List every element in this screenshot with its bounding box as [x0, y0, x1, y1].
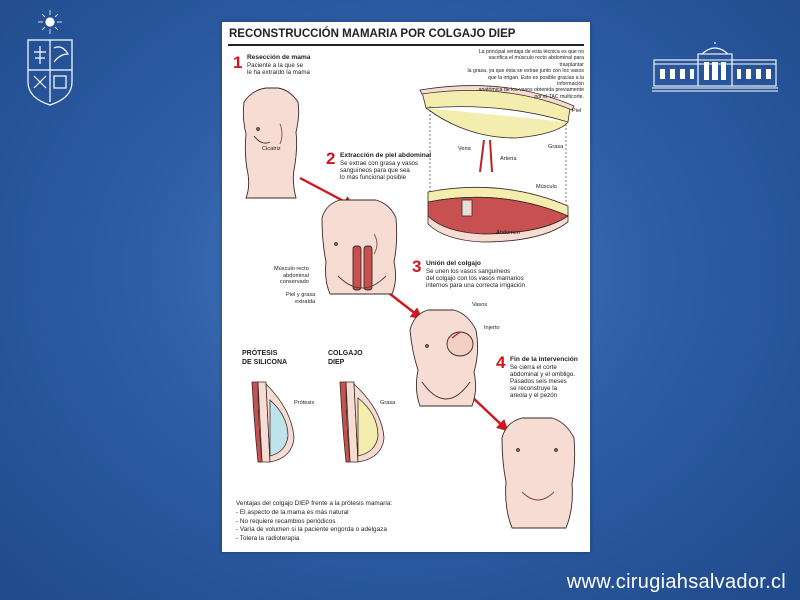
step-4-heading: Fin de la intervención	[510, 356, 578, 363]
label-grasa-flap: Grasa	[380, 400, 396, 406]
step-3-body-line-3: internos para una correcta irrigación	[426, 282, 526, 289]
label-line: conservado	[279, 279, 309, 286]
footer-website-url: www.cirugiahsalvador.cl	[566, 571, 786, 593]
compare-implant-heading: PRÓTESIS DE SILICONA	[242, 350, 287, 367]
torso-step-4	[501, 417, 576, 529]
label-line: Músculo recto	[274, 266, 309, 272]
info-line: por el TAC multicorte.	[534, 93, 584, 100]
label-injerto: Injerto	[484, 325, 500, 331]
step-4-body-line-4: se reconstruye la	[510, 385, 558, 392]
label-vasos: Vasos	[472, 302, 488, 308]
advantages-intro: Ventajas del colgajo DIEP frente a la pr…	[236, 500, 393, 507]
advantage-item: - Tolera la radioterapia	[236, 535, 300, 543]
info-line: la grasa, ya que ésta se extrae junto co…	[467, 68, 585, 75]
diep-illustration	[242, 85, 576, 529]
step-4-number: 4	[496, 353, 506, 372]
label-line: Piel y grasa	[286, 292, 316, 298]
label-cicatriz: Cicatriz	[262, 146, 281, 152]
heading-line: DIEP	[328, 358, 345, 366]
advantages-list: Ventajas del colgajo DIEP frente a la pr…	[236, 500, 392, 544]
torso-step-1	[242, 87, 300, 199]
compare-diep-heading: COLGAJO DIEP	[328, 350, 363, 367]
step-2-heading: Extracción de piel abdominal	[340, 152, 432, 159]
step-1-body-line-2: le ha extraído la mama	[247, 69, 310, 76]
info-line: La principal ventaja de esta técnica es …	[478, 49, 584, 55]
advantage-item: - El aspecto de la mama es más natural	[236, 508, 349, 516]
step-2-body-line-3: lo más funcional posible	[340, 174, 407, 181]
label-protesis: Prótesis	[294, 400, 315, 406]
diep-infographic-panel: RECONSTRUCCIÓN MAMARIA POR COLGAJO DIEP	[222, 22, 590, 552]
step-1-number: 1	[233, 53, 243, 72]
advantage-item: - Varía de volumen si la paciente engord…	[236, 526, 387, 534]
arrow-2-to-3	[384, 289, 423, 320]
title-rule	[228, 44, 584, 46]
info-line: anatómica de los vasos obtenida previame…	[478, 87, 584, 94]
torso-step-2	[321, 199, 398, 295]
diep-flap-cross-section	[339, 381, 385, 463]
info-line: que la irrigan. Esto es posible gracias …	[487, 74, 584, 88]
step-3-body-line-1: Se unen los vasos sanguíneos	[426, 268, 511, 275]
info-line: sacrifica el músculo recto abdominal par…	[488, 55, 584, 68]
step-2-body-line-1: Se extrae con grasa y vasos	[340, 160, 419, 167]
label-grasa: Grasa	[548, 144, 564, 150]
step-3-number: 3	[412, 257, 422, 276]
technique-info-paragraph: La principal ventaja de esta técnica es …	[466, 49, 585, 100]
label-musculo: Músculo	[536, 184, 557, 190]
label-line: abdominal	[283, 272, 309, 279]
step-4-body-line-2: abdominal y el ombligo.	[510, 371, 576, 378]
torso-step-3	[409, 309, 479, 407]
tissue-cross-section	[419, 85, 575, 243]
heading-line: PRÓTESIS	[242, 350, 278, 357]
step-4-body-line-5: areola y el pezón	[510, 392, 558, 399]
label-vena: Vena	[458, 146, 471, 152]
step-4-body-line-1: Se cierra el corte	[510, 364, 557, 371]
hospital-building-logo	[652, 42, 778, 92]
university-seal-logo	[27, 10, 73, 106]
step-1-heading: Resección de mama	[247, 54, 311, 61]
heading-line: DE SILICONA	[242, 358, 288, 366]
step-1-body-line-1: Paciente a la que se	[247, 62, 304, 69]
heading-line: COLGAJO	[328, 350, 363, 357]
step-2-number: 2	[326, 149, 336, 168]
step-4-body-line-3: Pasados seis meses	[510, 378, 567, 385]
label-piel-grasa: Piel y grasa extraída	[286, 292, 315, 305]
advantage-item: - No requiere recambios periódicos	[236, 517, 336, 525]
step-2-body-line-2: sanguíneos para que sea	[340, 167, 410, 174]
step-3-heading: Unión del colgajo	[426, 260, 481, 267]
figure-title: RECONSTRUCCIÓN MAMARIA POR COLGAJO DIEP	[229, 28, 516, 40]
label-line: extraída	[295, 298, 316, 305]
label-musculo-recto: Músculo recto abdominal conservado	[274, 266, 309, 286]
implant-cross-section	[251, 381, 295, 463]
step-3-body-line-2: del colgajo con los vasos mamarios	[426, 275, 524, 282]
label-abdomen: Abdomen	[496, 230, 520, 236]
label-arteria: Arteria	[500, 156, 517, 162]
label-piel: Piel	[572, 108, 582, 114]
